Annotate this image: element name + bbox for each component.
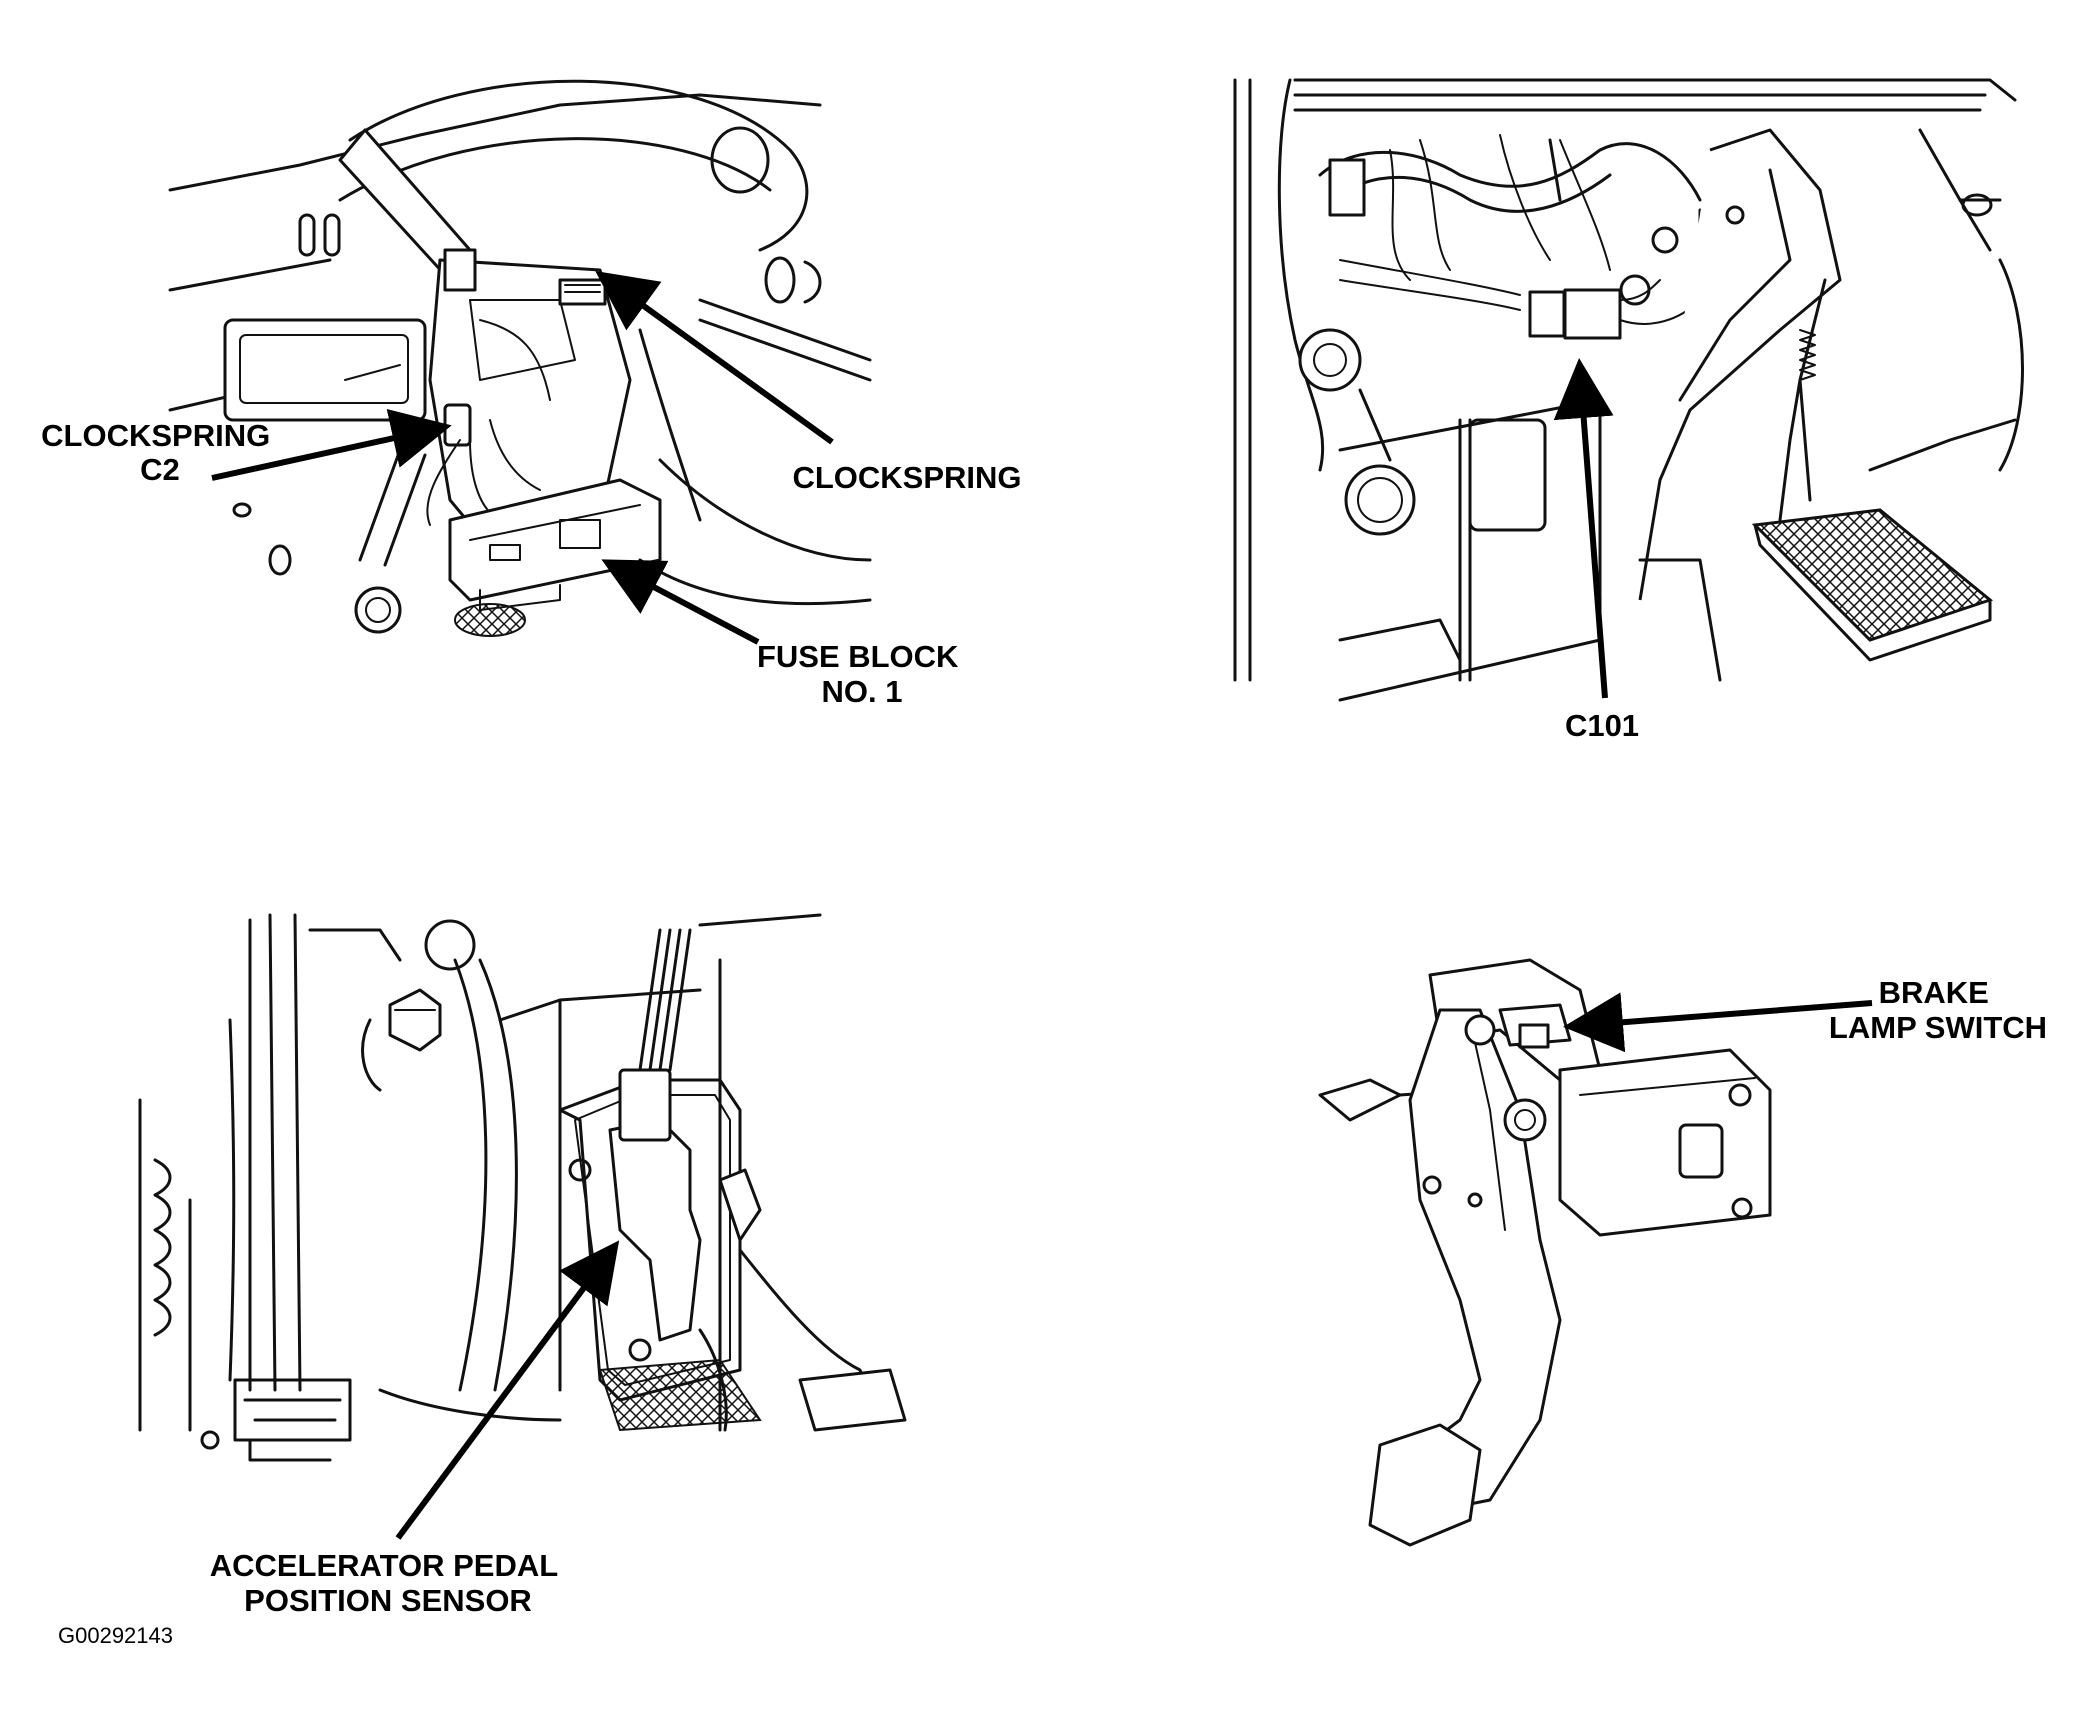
label-brake-lamp-switch: BRAKE LAMP SWITCH	[1829, 975, 2047, 1045]
leader-c101	[1553, 358, 1614, 699]
leader-fuse-block	[601, 559, 760, 645]
leader-clockspring	[595, 270, 834, 445]
label-fuse-block: FUSE BLOCK NO. 1	[757, 639, 967, 709]
leader-clockspring-c2	[211, 408, 452, 481]
figure-code: G00292143	[58, 1623, 173, 1648]
label-clockspring: CLOCKSPRING	[792, 460, 1021, 495]
label-clockspring-c2: CLOCKSPRING C2	[41, 418, 279, 487]
panel-steering-column: CLOCKSPRING C2 CLOCKSPRING FUSE BLOCK NO…	[41, 79, 1022, 709]
label-c101: C101	[1565, 708, 1639, 743]
panel-accelerator-pedal: ACCELERATOR PEDAL POSITION SENSOR	[138, 913, 907, 1618]
leader-brake-lamp-switch	[1563, 992, 1873, 1053]
label-accelerator: ACCELERATOR PEDAL POSITION SENSOR	[210, 1548, 567, 1618]
panel-brake-pedal: BRAKE LAMP SWITCH	[1318, 958, 2047, 1547]
leader-accelerator	[395, 1240, 620, 1540]
panel-under-dash: C101	[1233, 78, 2024, 743]
